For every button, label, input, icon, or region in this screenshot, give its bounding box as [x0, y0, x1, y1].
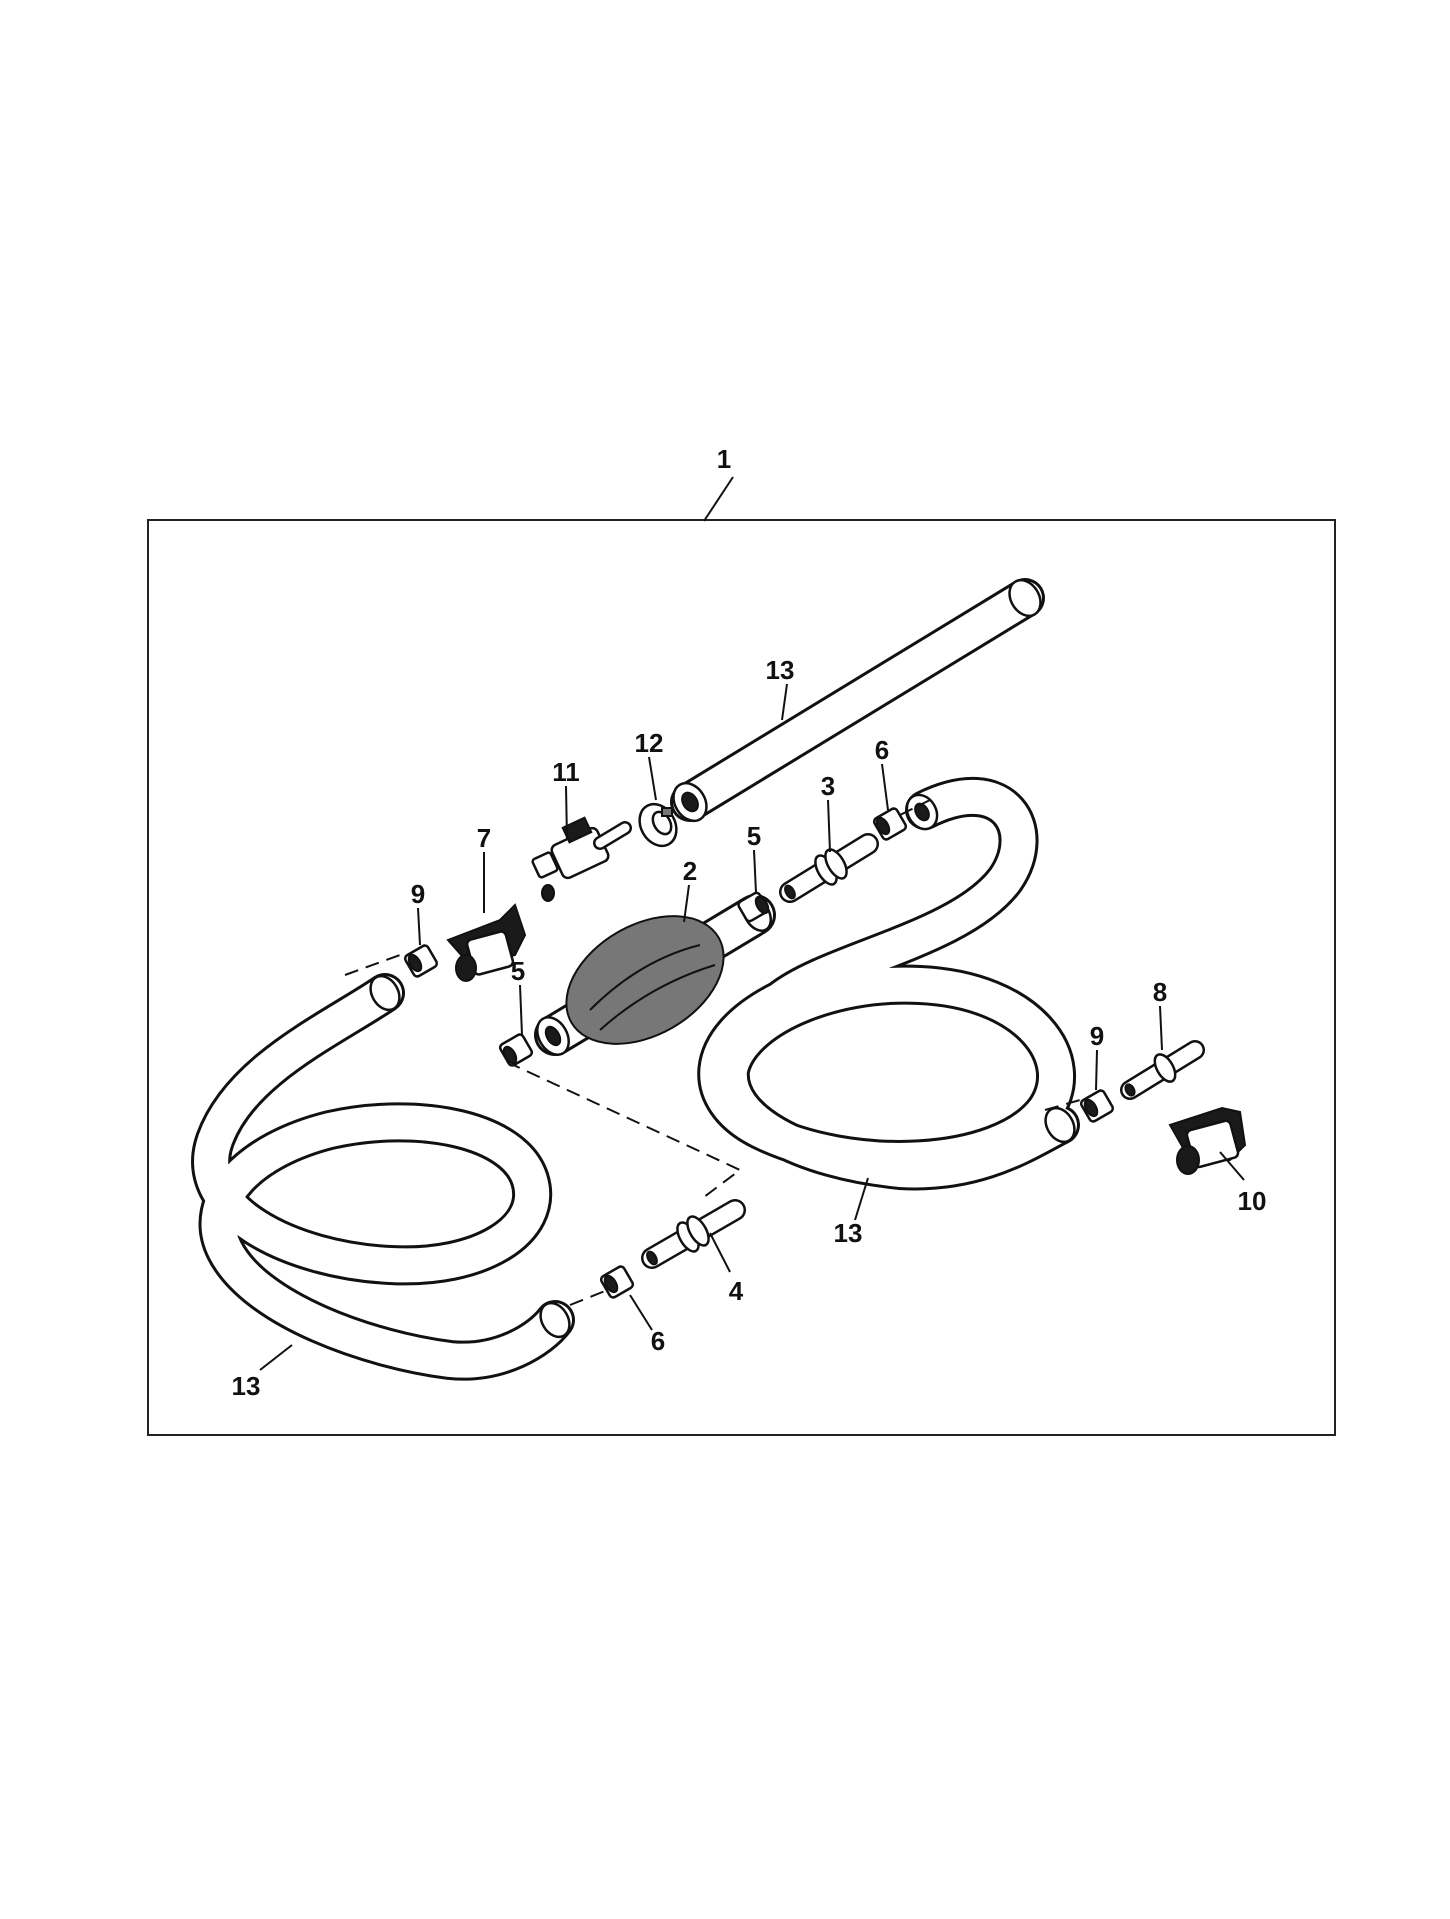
leader-1 — [703, 476, 734, 522]
primer-bulb-2 — [534, 894, 776, 1056]
callout-8: 8 — [1153, 977, 1167, 1007]
clamp-9-left — [403, 944, 439, 978]
connector-4 — [641, 1199, 746, 1269]
callout-1: 1 — [717, 444, 731, 474]
callout-5-left: 5 — [511, 956, 525, 986]
clamp-6-lower — [599, 1265, 635, 1299]
callout-5-upper: 5 — [747, 821, 761, 851]
leader-10 — [1219, 1151, 1245, 1181]
valve-11 — [531, 816, 632, 902]
clamp-5-upper — [737, 891, 770, 923]
callout-6-lower: 6 — [651, 1326, 665, 1356]
leader-3 — [827, 799, 831, 853]
coiled-hose-13-right — [697, 777, 1080, 1191]
callout-3: 3 — [821, 771, 835, 801]
leader-11 — [565, 785, 568, 841]
fuel-fitting-7 — [446, 903, 527, 982]
coiled-hose-13-left — [191, 973, 575, 1381]
leader-13-top — [781, 683, 788, 721]
fitting-8 — [1120, 1040, 1205, 1100]
leader-5-upper — [753, 849, 757, 894]
callout-9-left: 9 — [411, 879, 425, 909]
callout-6-upper: 6 — [875, 735, 889, 765]
clamp-6-upper — [872, 807, 908, 841]
callout-13-left: 13 — [232, 1371, 261, 1401]
assembly-dashed-line-4 — [344, 954, 401, 976]
callout-12: 12 — [635, 728, 664, 758]
leader-9-left — [417, 907, 421, 946]
connector-3 — [779, 833, 879, 903]
leader-13-right — [854, 1177, 869, 1221]
callout-13-top: 13 — [766, 655, 795, 685]
leader-2 — [683, 884, 690, 923]
callout-13-right: 13 — [834, 1218, 863, 1248]
callout-10: 10 — [1238, 1186, 1267, 1216]
leader-5-left — [519, 984, 523, 1036]
leader-6-lower — [629, 1294, 653, 1331]
clamp-9-right — [1079, 1089, 1115, 1123]
leader-6-upper — [881, 763, 889, 811]
callout-2: 2 — [683, 856, 697, 886]
leader-13-left — [259, 1344, 293, 1371]
straight-hose-13 — [670, 578, 1045, 823]
clamp-12 — [638, 802, 678, 848]
kit-frame — [147, 519, 1336, 1436]
callout-9-right: 9 — [1090, 1021, 1104, 1051]
leader-8 — [1159, 1005, 1163, 1051]
assembly-dashed-line-5 — [899, 799, 931, 816]
callout-7: 7 — [477, 823, 491, 853]
callout-4: 4 — [729, 1276, 744, 1306]
leader-9-right — [1095, 1049, 1098, 1091]
assembly-dashed-line — [506, 1061, 742, 1201]
assembly-dashed-line-3 — [1044, 1099, 1081, 1111]
clamp-5-left — [498, 1033, 534, 1067]
fuel-fitting-10 — [1168, 1106, 1247, 1175]
leader-12 — [648, 756, 657, 801]
callout-11: 11 — [552, 757, 580, 787]
leader-4 — [709, 1232, 731, 1273]
